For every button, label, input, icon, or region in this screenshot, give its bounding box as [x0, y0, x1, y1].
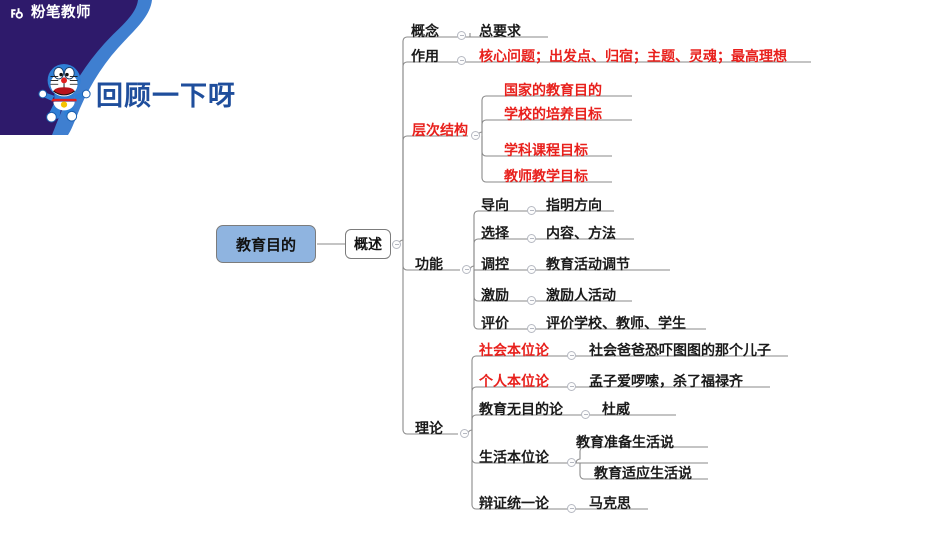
node-label-shehui[interactable]: 社会本位论 [479, 343, 549, 359]
collapse-minus-icon[interactable] [457, 31, 466, 40]
collapse-minus-icon[interactable] [471, 131, 480, 140]
node-value-daoxiang[interactable]: 指明方向 [546, 198, 602, 214]
mindmap-branch-overview[interactable]: 概述 [345, 229, 391, 259]
node-label-gongneng[interactable]: 功能 [415, 257, 443, 273]
collapse-minus-icon[interactable] [567, 458, 576, 467]
node-label-gainian[interactable]: 概念 [411, 24, 439, 40]
node-label-cengci[interactable]: 层次结构 [412, 123, 468, 139]
node-label-lilun[interactable]: 理论 [415, 421, 443, 437]
collapse-minus-icon[interactable] [527, 265, 536, 274]
node-label-wumudi[interactable]: 教育无目的论 [479, 402, 563, 418]
collapse-minus-icon[interactable] [392, 240, 401, 249]
collapse-minus-icon[interactable] [567, 504, 576, 513]
collapse-minus-icon[interactable] [567, 351, 576, 360]
node-value-xueke[interactable]: 学科课程目标 [504, 143, 588, 159]
node-value-pingjia[interactable]: 评价学校、教师、学生 [546, 316, 686, 332]
node-label-shenghuo[interactable]: 生活本位论 [479, 450, 549, 466]
node-label-zuoyong[interactable]: 作用 [411, 49, 439, 65]
brand-name: 粉笔教师 [31, 5, 91, 22]
collapse-minus-icon[interactable] [527, 324, 536, 333]
collapse-minus-icon[interactable] [567, 382, 576, 391]
node-value-bianzheng[interactable]: 马克思 [589, 496, 631, 512]
mascot-row: 回顾一下呀 [36, 62, 236, 124]
node-value-gainian[interactable]: 总要求 [479, 24, 521, 40]
collapse-minus-icon[interactable] [462, 265, 471, 274]
node-value-wumudi[interactable]: 杜威 [602, 402, 630, 418]
node-value-xuanze[interactable]: 内容、方法 [546, 226, 616, 242]
node-label-jili[interactable]: 激励 [481, 288, 509, 304]
node-value-xuexiao[interactable]: 学校的培养目标 [504, 107, 602, 123]
fb-logo-icon [8, 5, 25, 22]
brand-logo: 粉笔教师 [8, 5, 91, 22]
node-value-jili[interactable]: 激励人活动 [546, 288, 616, 304]
collapse-minus-icon[interactable] [581, 410, 590, 419]
review-title: 回顾一下呀 [96, 80, 236, 112]
doraemon-icon [38, 64, 91, 123]
node-label-geren[interactable]: 个人本位论 [479, 374, 549, 390]
collapse-minus-icon[interactable] [527, 206, 536, 215]
collapse-minus-icon[interactable] [460, 429, 469, 438]
collapse-minus-icon[interactable] [527, 296, 536, 305]
node-value-zuoyong[interactable]: 核心问题；出发点、归宿；主题、灵魂；最高理想 [479, 49, 787, 65]
node-value-shehui[interactable]: 社会爸爸恐吓图图的那个儿子 [589, 343, 771, 359]
node-value-jiaoshi[interactable]: 教师教学目标 [504, 169, 588, 185]
collapse-minus-icon[interactable] [457, 56, 466, 65]
node-value-zhunbei[interactable]: 教育准备生活说 [576, 435, 674, 451]
node-label-xuanze[interactable]: 选择 [481, 226, 509, 242]
node-label-bianzheng[interactable]: 辩证统一论 [479, 496, 549, 512]
node-value-shiying[interactable]: 教育适应生活说 [594, 466, 692, 482]
node-label-pingjia[interactable]: 评价 [481, 316, 509, 332]
mindmap-root-node[interactable]: 教育目的 [216, 225, 316, 263]
node-value-guojia[interactable]: 国家的教育目的 [504, 83, 602, 99]
collapse-minus-icon[interactable] [527, 234, 536, 243]
node-label-tiaokong[interactable]: 调控 [481, 257, 509, 273]
node-label-daoxiang[interactable]: 导向 [481, 198, 509, 214]
node-value-tiaokong[interactable]: 教育活动调节 [546, 257, 630, 273]
node-value-geren[interactable]: 孟子爱啰嗦，杀了福禄齐 [589, 374, 743, 390]
